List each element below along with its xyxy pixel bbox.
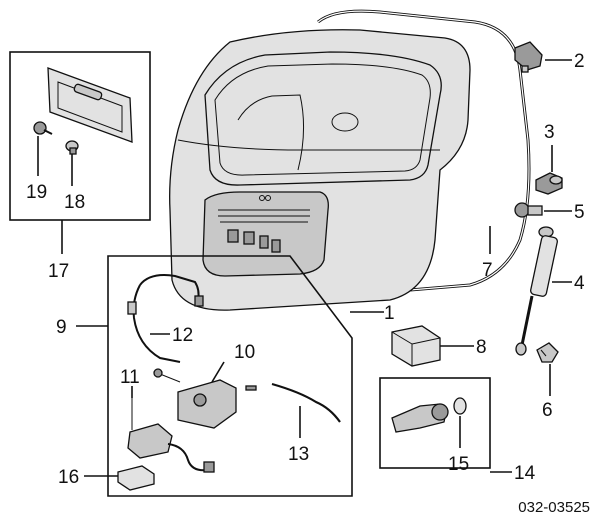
callout-2: 2	[574, 51, 585, 72]
part-14-lock-cylinder	[391, 403, 449, 433]
part-12-cable	[127, 274, 204, 363]
callout-4: 4	[574, 273, 585, 294]
callout-14: 14	[514, 463, 536, 484]
tailgate	[169, 29, 471, 311]
part-3-stop	[535, 172, 563, 195]
callout-11: 11	[120, 367, 140, 388]
group-box-17	[9, 51, 151, 221]
callout-3: 3	[544, 122, 555, 143]
callout-12: 12	[172, 325, 193, 346]
callout-6: 6	[542, 400, 553, 421]
part-8-block	[391, 325, 441, 367]
callout-10: 10	[234, 342, 255, 363]
part-13-rod	[245, 382, 341, 423]
callout-1: 1	[384, 303, 395, 324]
part-2-clip	[514, 41, 543, 73]
callout-8: 8	[476, 337, 487, 358]
callout-16: 16	[58, 467, 79, 488]
part-11-actuator	[127, 398, 215, 473]
callout-18: 18	[64, 192, 85, 213]
license-plate-bracket	[47, 67, 133, 143]
leader-lines	[37, 59, 572, 477]
part-5-bolt	[514, 202, 543, 218]
callout-13: 13	[288, 444, 309, 465]
reference-code: 032-03525	[518, 499, 590, 516]
group-box-14	[379, 377, 491, 469]
callout-7: 7	[482, 260, 493, 281]
part-10-latch	[153, 368, 237, 429]
callout-5: 5	[574, 202, 585, 223]
part-19-screw	[33, 121, 53, 135]
callout-17: 17	[48, 261, 69, 282]
group-box-9	[107, 255, 353, 497]
part-16-clip	[117, 465, 155, 491]
callout-19: 19	[26, 182, 47, 203]
callout-9: 9	[56, 317, 67, 338]
part-18-grommet	[65, 140, 79, 155]
callout-15: 15	[448, 454, 469, 475]
part-4-gas-strut	[515, 226, 558, 356]
part-6-connector	[536, 342, 559, 363]
part-15-seal	[453, 397, 467, 415]
